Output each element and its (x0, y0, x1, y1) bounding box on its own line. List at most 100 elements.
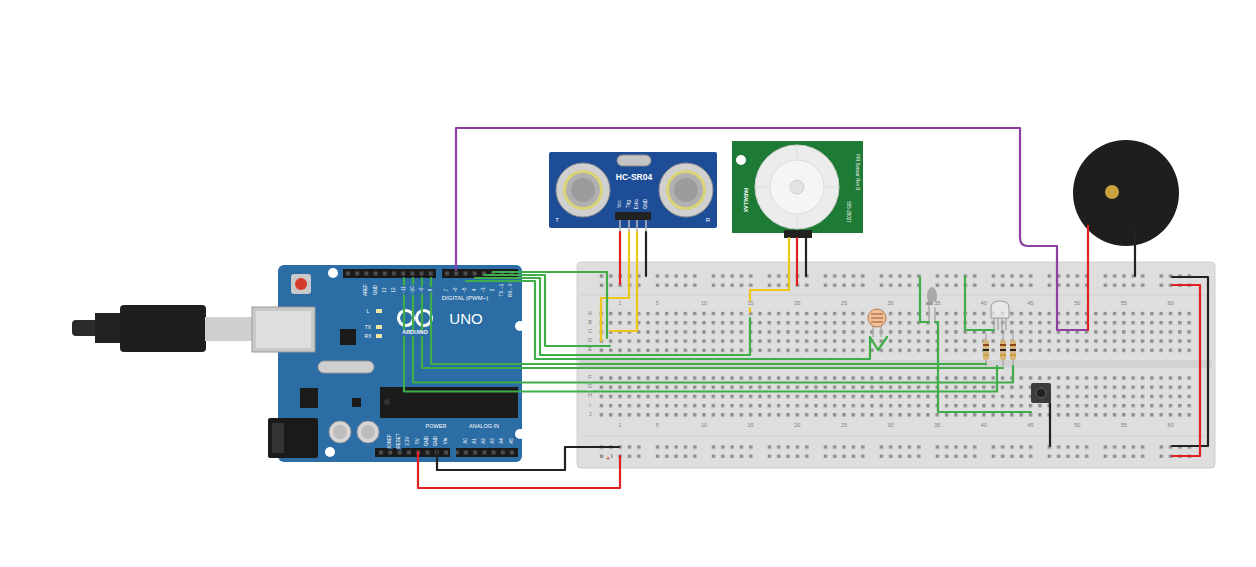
ultrasonic-sensor (566, 173, 600, 207)
ultrasonic-sensor (645, 220, 647, 232)
pin-name: ~10 (411, 285, 416, 295)
wires (437, 447, 619, 470)
arduino-board (442, 269, 518, 278)
pin-name: 7 (445, 288, 450, 293)
row-letter: J (588, 412, 593, 418)
ultrasonic-sensor (619, 220, 621, 232)
column-number: 10 (700, 423, 708, 429)
pin-name: GND (644, 198, 649, 210)
column-number: 20 (793, 423, 801, 429)
pir-sensor (770, 160, 824, 214)
sensor-model: HC-SR04 (615, 173, 653, 182)
breadboard-parts (928, 305, 929, 322)
row-letter: C (587, 329, 593, 335)
ultrasonic-sensor (615, 212, 651, 220)
arduino-board (399, 311, 414, 326)
breadboard (580, 295, 1212, 296)
pin-name: ~6 (454, 286, 459, 293)
breadboard-parts (1036, 388, 1046, 398)
breadboard-parts (1105, 185, 1119, 199)
arduino-board (384, 399, 390, 405)
wires (965, 277, 994, 330)
column-number: 1 (617, 423, 622, 429)
arduino-board (456, 448, 518, 457)
usb-cable (72, 305, 315, 352)
column-number: 60 (1166, 423, 1174, 429)
pin-name: TX→1 (500, 283, 505, 298)
column-number: 30 (887, 301, 895, 307)
column-number: 45 (1026, 423, 1034, 429)
breadboard (598, 311, 1196, 354)
wires (645, 232, 647, 276)
pin-name: 5V (416, 437, 421, 445)
breadboard-parts (1010, 340, 1016, 360)
ultrasonic-sensor (571, 178, 595, 202)
ultrasonic-sensor (628, 220, 630, 232)
row-letter: I (588, 403, 592, 409)
arduino-board (272, 423, 284, 453)
column-number: 10 (700, 301, 708, 307)
wires (1172, 285, 1200, 456)
arduino-board (352, 398, 361, 407)
header-title: DIGITAL (PWM~) (441, 295, 490, 301)
pin-name: A5 (510, 437, 515, 445)
pin-name: ~11 (402, 285, 407, 294)
arduino-board (291, 274, 311, 294)
arduino-board (300, 388, 318, 408)
usb-cable (252, 307, 315, 352)
ultrasonic-sensor (666, 170, 706, 210)
pir-sensor (790, 180, 804, 194)
wires (796, 238, 798, 285)
pin-name: Vin (444, 437, 449, 445)
arduino-board (375, 448, 450, 457)
usb-cable (256, 311, 311, 348)
ultrasonic-sensor: HC-SR04 (549, 152, 717, 228)
pin-name: IOREF (388, 433, 393, 449)
row-letter: D (587, 338, 593, 344)
sensor-model: PIR Sensor Rev B (855, 153, 860, 192)
wires (870, 337, 887, 350)
column-number: 1 (617, 301, 622, 307)
arduino-board (328, 268, 338, 278)
wires (466, 281, 870, 359)
usb-cable (120, 305, 206, 352)
pir-sensor (755, 145, 839, 229)
breadboard-parts (1005, 318, 1006, 330)
usb-cable (205, 317, 253, 341)
wires (1049, 403, 1051, 446)
wires (1172, 277, 1208, 446)
wires (805, 238, 807, 276)
ultrasonic-sensor (659, 163, 713, 217)
pir-sensor (797, 214, 798, 229)
wires (475, 278, 750, 355)
arduino-board (343, 269, 436, 278)
breadboard-parts (1000, 349, 1006, 351)
arduino-board (325, 447, 335, 457)
pin-name: A4 (500, 437, 505, 445)
ultrasonic-sensor (674, 178, 698, 202)
arduino-board (268, 418, 318, 458)
breadboard-parts (880, 326, 881, 337)
pir-sensor (784, 230, 812, 238)
column-number: 55 (1120, 301, 1128, 307)
wires (1134, 228, 1136, 276)
row-letter: F (587, 375, 592, 381)
pin-name: Trig (627, 199, 632, 209)
pin-name: 13 (383, 286, 388, 293)
ultrasonic-sensor (563, 170, 603, 210)
breadboard-parts (991, 301, 1009, 318)
arduino-board (376, 334, 382, 338)
usb-cable (95, 313, 122, 343)
pin-name: 3.3V (406, 435, 411, 446)
pir-sensor (797, 145, 798, 160)
wires (413, 278, 1013, 383)
ultrasonic-sensor (549, 152, 717, 228)
column-number: 35 (933, 423, 941, 429)
breadboard-parts (983, 340, 989, 360)
column-number: 45 (1026, 301, 1034, 307)
wires (404, 278, 997, 392)
breadboard-parts (1000, 344, 1006, 346)
